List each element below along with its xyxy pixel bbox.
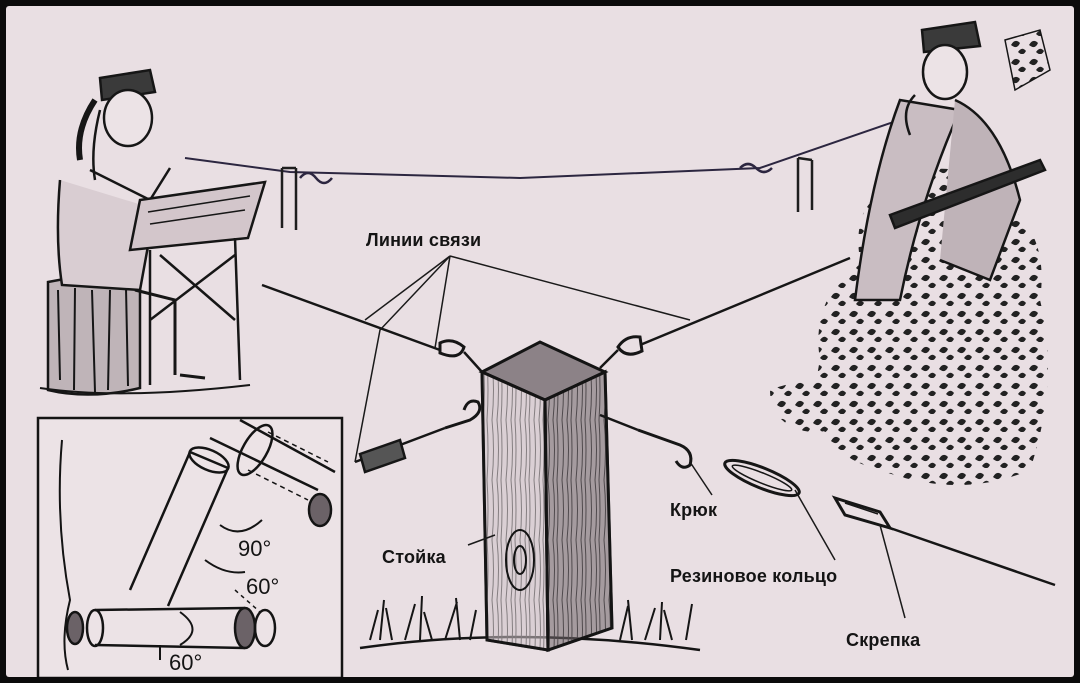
label-rubber-ring: Резиновое кольцо: [670, 566, 838, 586]
label-clip: Скрепка: [846, 630, 921, 650]
illustration: [36, 20, 1056, 677]
label-hook: Крюк: [670, 500, 718, 520]
top-line: [184, 117, 906, 185]
diagram-page: Линии связи Крюк Стойка Резиновое кольцо…: [6, 6, 1074, 677]
inset-angle-60-mid: 60°: [246, 574, 280, 599]
inset-diagram: [36, 416, 344, 677]
leader-lines: [354, 255, 906, 619]
top-small-posts: [280, 156, 814, 230]
label-comm-lines: Линии связи: [366, 230, 482, 250]
inset-angle-60-bottom: 60°: [169, 650, 203, 675]
inset-angle-90: 90°: [238, 536, 272, 561]
wooden-post: [478, 340, 614, 653]
label-post: Стойка: [382, 547, 446, 567]
left-seated-figure: [39, 68, 267, 396]
right-soldier-figure: [770, 20, 1051, 485]
comm-wires: [261, 256, 1056, 587]
